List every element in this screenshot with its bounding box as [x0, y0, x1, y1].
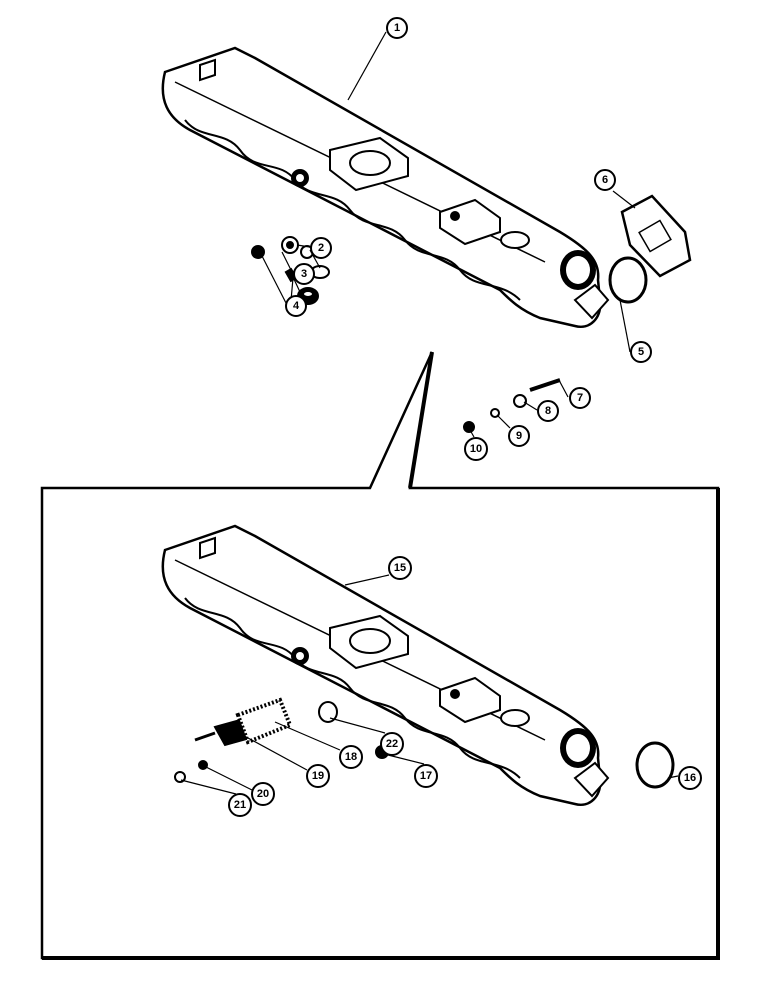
- svg-text:6: 6: [602, 174, 608, 186]
- svg-text:19: 19: [312, 770, 324, 782]
- svg-text:22: 22: [386, 738, 398, 750]
- callout-21: 21: [228, 793, 252, 817]
- callout-1: 1: [386, 17, 408, 39]
- callout-19: 19: [306, 764, 330, 788]
- gasket: [620, 194, 692, 278]
- callout-22: 22: [380, 732, 404, 756]
- manifold-main: [161, 46, 610, 329]
- callout-3: 3: [293, 263, 315, 285]
- callout-17: 17: [414, 764, 438, 788]
- callout-8: 8: [537, 400, 559, 422]
- small-parts-top: [251, 236, 561, 433]
- svg-text:15: 15: [394, 562, 406, 574]
- svg-text:20: 20: [257, 788, 269, 800]
- small-parts-inset: [174, 697, 389, 783]
- callout-9: 9: [508, 425, 530, 447]
- callout-2: 2: [310, 237, 332, 259]
- svg-text:1: 1: [394, 22, 400, 34]
- svg-text:7: 7: [577, 392, 583, 404]
- svg-text:5: 5: [638, 346, 644, 358]
- svg-text:17: 17: [420, 770, 432, 782]
- svg-text:21: 21: [234, 799, 246, 811]
- callout-4: 4: [285, 295, 307, 317]
- svg-text:9: 9: [516, 430, 522, 442]
- svg-text:4: 4: [293, 300, 300, 312]
- svg-text:8: 8: [545, 405, 551, 417]
- callout-15: 15: [388, 556, 412, 580]
- seal-ring-inset: [635, 741, 675, 789]
- seal-ring: [608, 256, 648, 304]
- callout-5: 5: [630, 341, 652, 363]
- callout-7: 7: [569, 387, 591, 409]
- svg-text:3: 3: [301, 268, 307, 280]
- callout-10: 10: [464, 437, 488, 461]
- svg-text:18: 18: [345, 751, 357, 763]
- callout-20: 20: [251, 782, 275, 806]
- callout-16: 16: [678, 766, 702, 790]
- callout-6: 6: [594, 169, 616, 191]
- callout-18: 18: [339, 745, 363, 769]
- svg-text:2: 2: [318, 242, 324, 254]
- manifold-alternate: [161, 524, 610, 807]
- svg-text:16: 16: [684, 772, 696, 784]
- svg-text:10: 10: [470, 443, 482, 455]
